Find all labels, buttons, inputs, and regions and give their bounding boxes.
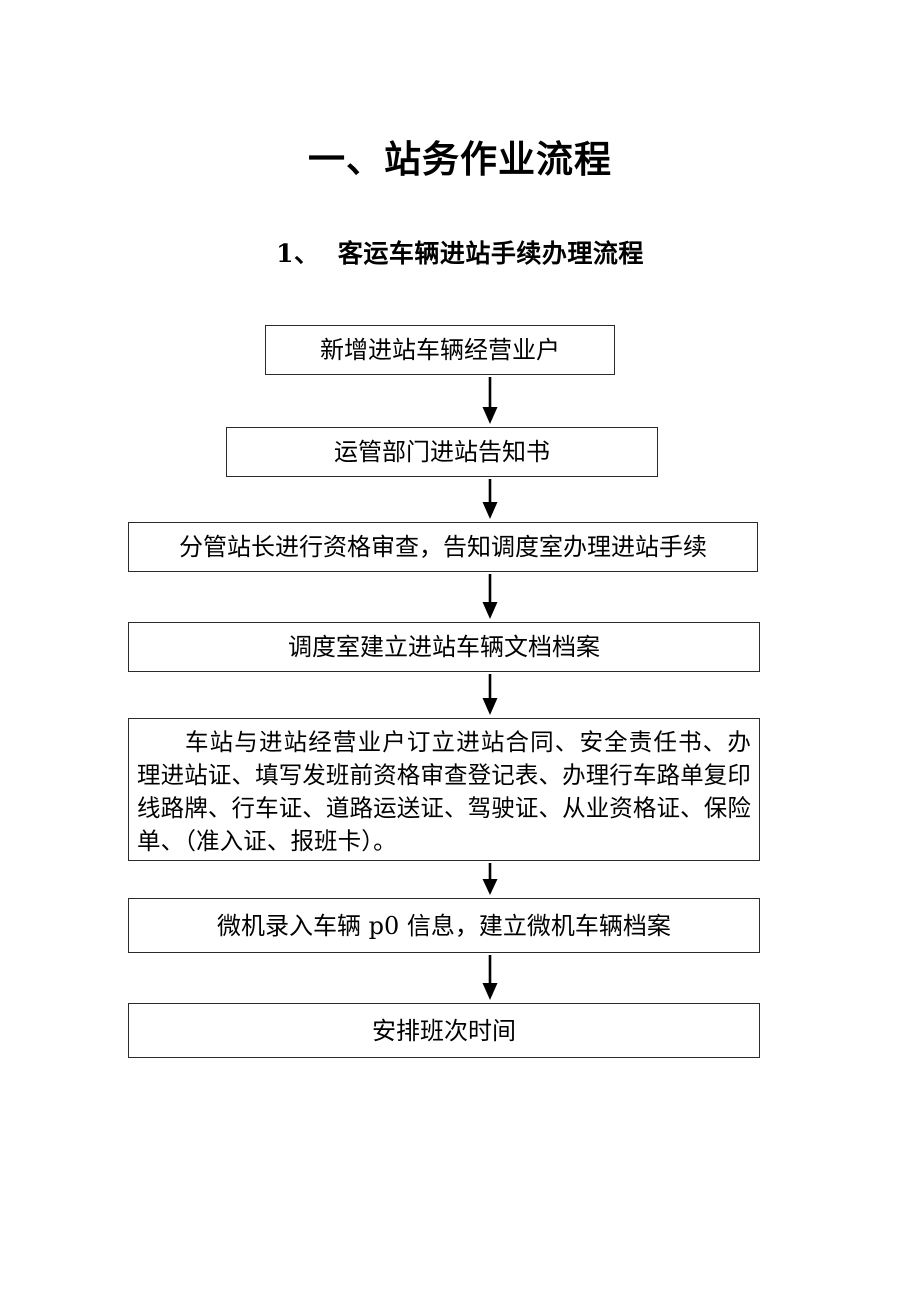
flow-box-label: 调度室建立进站车辆文档档案 [288, 633, 600, 661]
flow-box-computer-entry: 微机录入车辆 p0 信息，建立微机车辆档案 [128, 898, 760, 953]
down-arrow-icon [477, 674, 503, 716]
flow-box-label: 分管站长进行资格审查，告知调度室办理进站手续 [179, 533, 707, 561]
flow-box-qualification-review: 分管站长进行资格审查，告知调度室办理进站手续 [128, 522, 758, 572]
page-title: 一、站务作业流程 [308, 137, 612, 181]
flow-box-schedule-time: 安排班次时间 [128, 1003, 760, 1058]
flow-box-transport-notice: 运管部门进站告知书 [226, 427, 658, 477]
flow-box-contracts-and-documents: 车站与进站经营业户订立进站合同、安全责任书、办理进站证、填写发班前资格审查登记表… [128, 718, 760, 861]
down-arrow-icon [477, 377, 503, 425]
down-arrow-icon [477, 479, 503, 520]
flow-box-label: 运管部门进站告知书 [334, 438, 550, 466]
flow-box-label: 微机录入车辆 p0 信息，建立微机车辆档案 [217, 911, 671, 940]
flow-box-new-operator: 新增进站车辆经营业户 [265, 325, 615, 375]
flow-box-label: 安排班次时间 [372, 1016, 516, 1045]
flow-box-label: 新增进站车辆经营业户 [320, 336, 560, 364]
flow-box-label: 车站与进站经营业户订立进站合同、安全责任书、办理进站证、填写发班前资格审查登记表… [137, 728, 751, 855]
down-arrow-icon [477, 955, 503, 1001]
flow-box-dispatch-archive: 调度室建立进站车辆文档档案 [128, 622, 760, 672]
section-subtitle: 1、 客运车辆进站手续办理流程 [276, 239, 644, 268]
down-arrow-icon [477, 863, 503, 896]
down-arrow-icon [477, 574, 503, 620]
